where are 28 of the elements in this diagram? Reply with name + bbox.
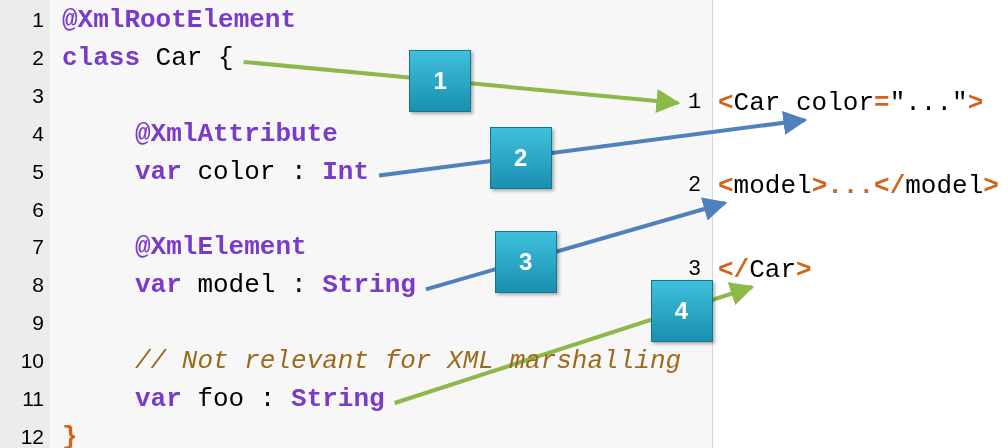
number-badge: 3 — [494, 230, 557, 293]
line-number: 1 — [31, 7, 44, 33]
number-badge: 1 — [409, 50, 472, 113]
annotation-text: @XmlElement — [135, 232, 307, 263]
line-number: 5 — [31, 158, 44, 185]
line-number: 11 — [21, 386, 44, 412]
line-number: 10 — [19, 348, 44, 375]
line-number: 9 — [31, 310, 44, 337]
annotation-text: @XmlRootElement — [62, 5, 297, 35]
line-number: 3 — [31, 82, 44, 109]
line-number: 4 — [31, 120, 44, 147]
code-line: var color : Int — [135, 156, 370, 187]
code-line: var model : String — [135, 270, 416, 301]
code-line: class Car { — [62, 42, 234, 73]
line-number: 2 — [688, 172, 702, 200]
line-number: 1 — [688, 89, 702, 117]
xml-line: <Car color="..."> — [718, 88, 984, 118]
code-line: var foo : String — [135, 384, 385, 414]
xml-line: </Car> — [718, 255, 812, 285]
line-number: 6 — [31, 196, 44, 223]
line-number: 12 — [19, 423, 44, 448]
number-badge: 4 — [650, 280, 713, 343]
xml-line: <model>...</model> — [718, 171, 999, 201]
number-badge: 2 — [489, 127, 552, 190]
line-number: 2 — [31, 44, 44, 71]
line-number: 8 — [31, 272, 44, 299]
annotation-text: @XmlAttribute — [135, 118, 338, 149]
line-number: 7 — [31, 234, 44, 261]
